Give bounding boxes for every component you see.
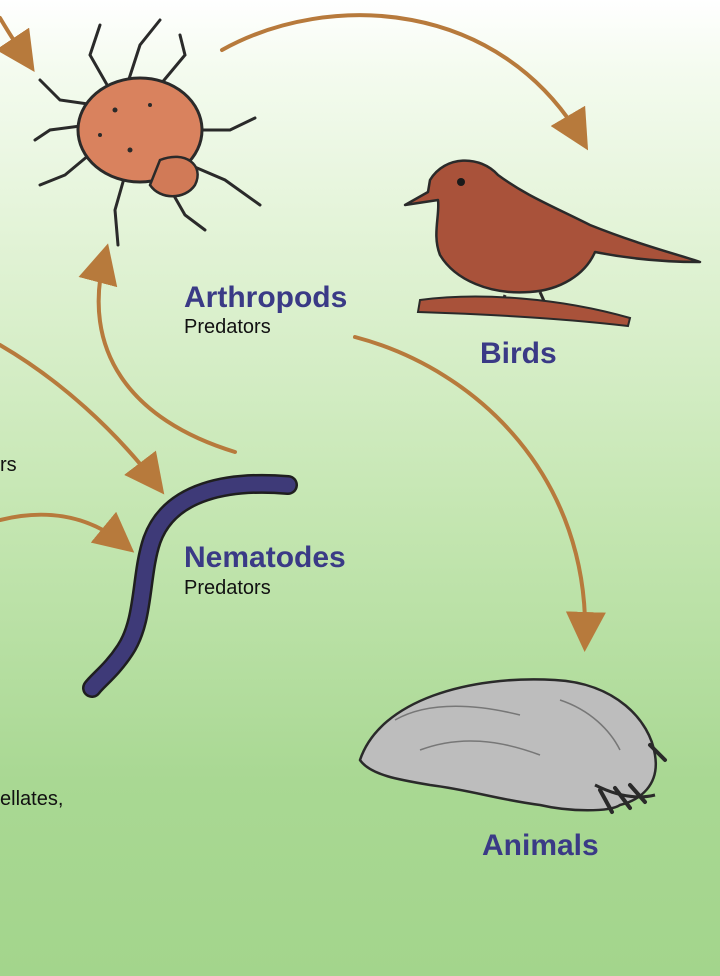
nematodes-role: Predators (184, 577, 271, 599)
birds-label: Birds (480, 338, 557, 370)
nematodes-label: Nematodes (184, 542, 346, 574)
cropped-text-upper: rs (0, 454, 17, 476)
cropped-text-lower: ellates, (0, 788, 63, 810)
animals-label: Animals (482, 830, 599, 862)
arthropods-label: Arthropods (184, 282, 347, 314)
arthropods-role: Predators (184, 316, 271, 338)
